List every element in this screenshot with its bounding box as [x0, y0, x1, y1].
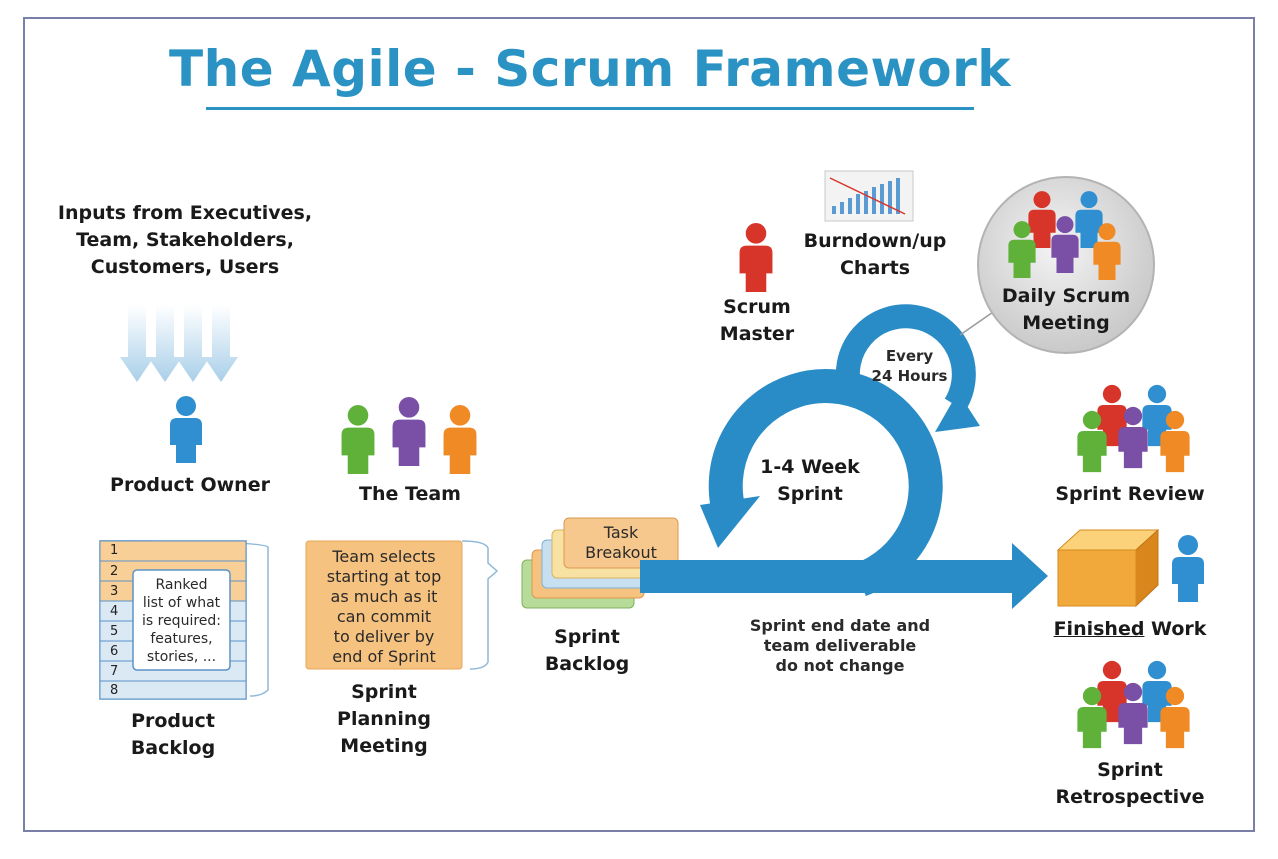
product-backlog-list — [99, 540, 269, 700]
diagram-frame — [23, 17, 1255, 832]
backlog-note: Ranked list of what is required: feature… — [141, 577, 221, 665]
product-owner-person-icon — [170, 396, 202, 463]
inputs-label: Inputs from Executives, Team, Stakeholde… — [57, 202, 313, 278]
sprint-cycle-label: 1-4 Week Sprint — [760, 456, 860, 505]
sprint-planning-note-text: Team selects starting at top as much as … — [326, 547, 442, 666]
team-label: The Team — [359, 483, 461, 505]
sprint-retro-people-icon — [1077, 660, 1190, 749]
sprint-retrospective-label: Sprint Retrospective — [1055, 759, 1205, 808]
every-24-hours-label: Every 24 Hours — [871, 347, 948, 385]
title-underline — [206, 107, 974, 110]
diagram-title: The Agile - Scrum Framework — [169, 40, 1011, 98]
task-breakout-text: Task Breakout — [585, 523, 657, 562]
sprint-loop-arrow — [708, 369, 943, 596]
team-people-icon — [341, 397, 477, 474]
daily-loop-arrow — [835, 304, 976, 412]
finished-work-person-icon — [1172, 535, 1204, 602]
finished-work-label: Finished Work — [1053, 618, 1207, 640]
sprint-planning-label: Sprint Planning Meeting — [337, 681, 431, 757]
scrum-master-person-icon — [739, 223, 773, 292]
sprint-flow-arrow — [640, 543, 1048, 609]
sprint-planning-note — [305, 540, 499, 670]
finished-work-box-icon — [1056, 528, 1160, 608]
sprint-backlog-cards — [521, 517, 679, 609]
product-backlog-label: Product Backlog — [130, 710, 216, 759]
sprint-backlog-label: Sprint Backlog — [544, 626, 630, 675]
scrum-master-label: Scrum Master — [719, 296, 795, 345]
sprint-review-people-icon — [1077, 384, 1190, 473]
daily-scrum-label: Daily Scrum Meeting — [1001, 285, 1131, 334]
product-owner-label: Product Owner — [110, 474, 270, 496]
sprint-end-note: Sprint end date and team deliverable do … — [749, 616, 931, 675]
burndown-label: Burndown/up Charts — [803, 230, 947, 279]
burndown-chart-icon — [824, 170, 914, 222]
inputs-arrows-icon — [120, 305, 238, 382]
sprint-review-label: Sprint Review — [1055, 483, 1205, 505]
